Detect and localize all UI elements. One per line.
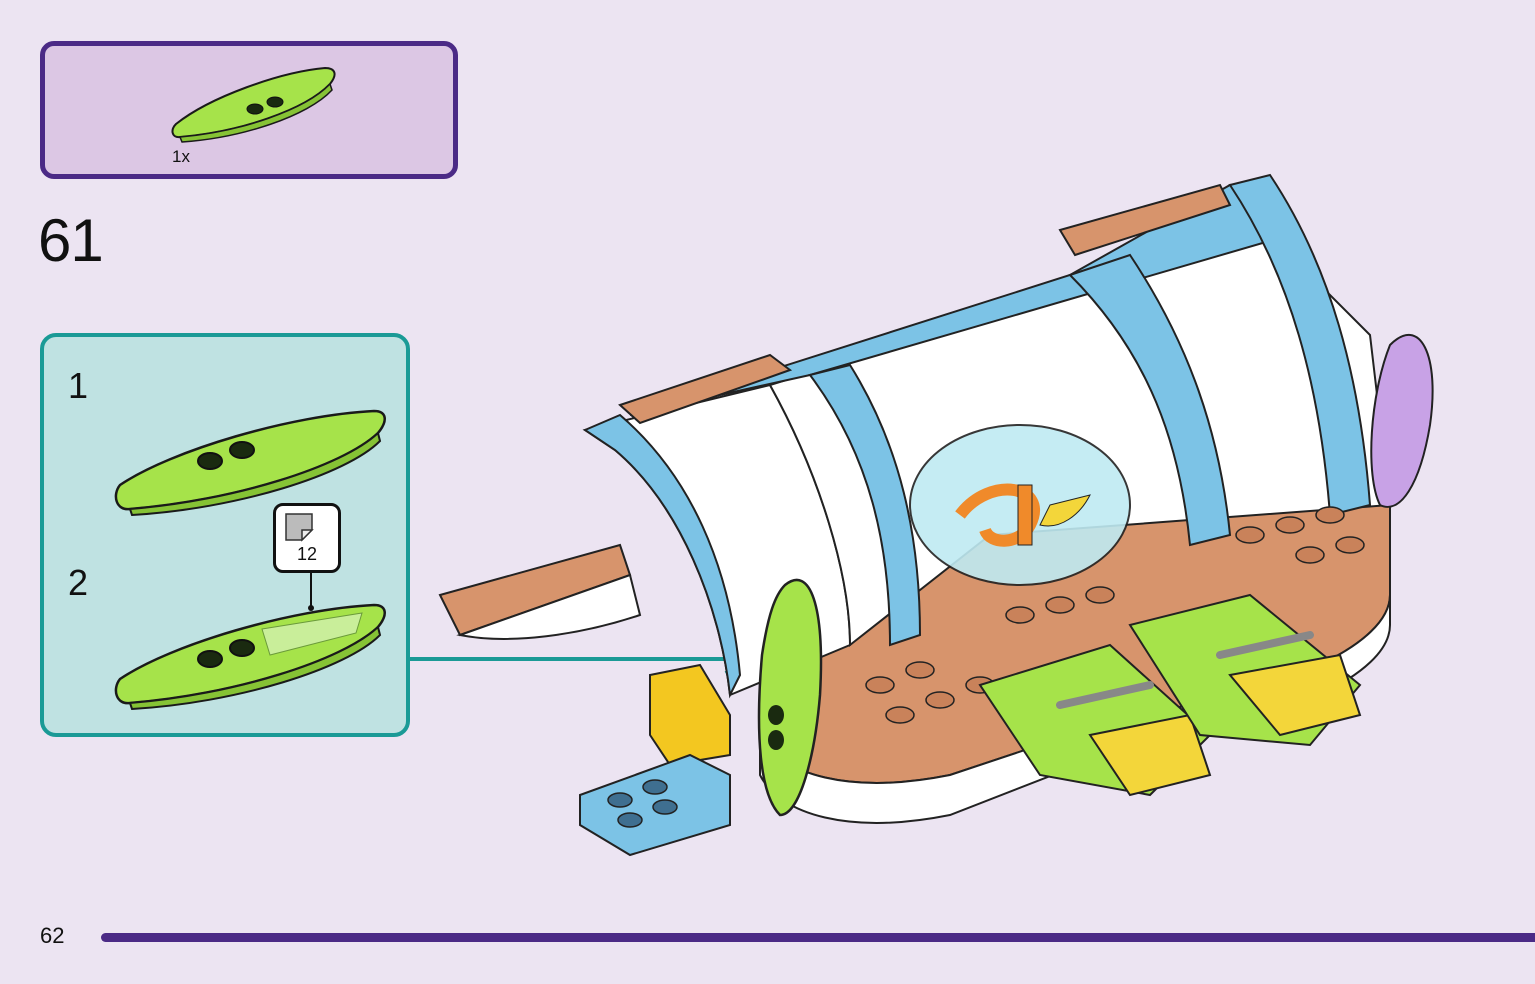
sticker-icon xyxy=(285,513,314,542)
purple-surfboard xyxy=(1370,333,1434,508)
right-arch xyxy=(1068,253,1232,547)
roof-tile-right xyxy=(1058,183,1232,257)
surfboard-step1-image xyxy=(114,409,386,517)
model-illustration xyxy=(438,173,1434,857)
page-number: 62 xyxy=(40,923,65,948)
substep-number-2: 2 xyxy=(68,562,89,603)
attached-green-surfboard xyxy=(757,578,823,817)
sticker-number: 12 xyxy=(296,544,318,564)
subassembly-callout: 1 2 12 xyxy=(40,333,410,737)
sticker-pointer xyxy=(308,573,314,611)
parts-callout: 1x xyxy=(40,41,458,179)
surfboard-part-image xyxy=(171,66,336,143)
page-footer-bar xyxy=(101,933,1535,942)
sticker-badge: 12 xyxy=(273,503,341,573)
roof-tile-left xyxy=(618,353,793,425)
surfboard-step2-image xyxy=(114,603,386,711)
part-quantity: 1x xyxy=(172,147,190,166)
middle-arch xyxy=(808,363,922,647)
step-number: 61 xyxy=(38,207,104,274)
substep-number-1: 1 xyxy=(68,365,89,406)
